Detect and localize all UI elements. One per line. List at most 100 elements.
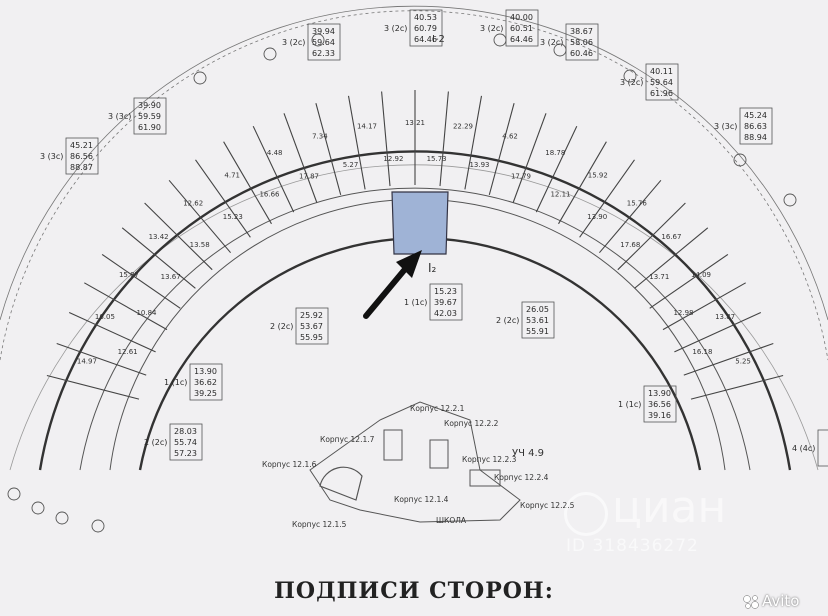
apartment-type: 3 (2c)	[540, 38, 563, 47]
apartment-box-frame	[521, 301, 555, 339]
apartment-area-value: 64.46	[414, 35, 437, 44]
room-area-label: 15.73	[427, 155, 447, 163]
apartment-type: 3 (3c)	[108, 112, 131, 121]
room-area-label: 13.42	[149, 233, 169, 241]
room-area-label: 13.67	[161, 273, 181, 281]
apartment-area-value: 26.05	[526, 305, 549, 314]
room-area-label: 15.76	[627, 200, 648, 208]
partition-wall	[84, 282, 168, 331]
partition-walls	[46, 90, 784, 400]
room-area-label: 13.93	[469, 161, 489, 169]
cian-logo-icon	[564, 492, 608, 536]
apartment-type: 3 (2c)	[384, 24, 407, 33]
apartment-area-value: 58.06	[570, 38, 593, 47]
room-area-label: 13.90	[587, 213, 607, 221]
apartment-box-frame	[307, 23, 341, 61]
apartment-box-frame	[817, 429, 828, 467]
room-area-label: 4.62	[502, 132, 518, 140]
partition-wall	[579, 159, 635, 238]
apartment-box-frame	[133, 97, 167, 135]
apartment-box-frame	[189, 363, 223, 401]
apartment-area-value: 60.46	[570, 49, 593, 58]
room-area-label: 15.87	[119, 271, 139, 279]
room-area-label: 16.66	[259, 190, 280, 198]
apartment-box-frame	[643, 385, 677, 423]
room-area-label: 16.05	[95, 313, 115, 321]
apartment-box-frame	[645, 63, 679, 101]
apartment-area-value: 60.79	[414, 24, 437, 33]
partition-wall	[195, 159, 251, 238]
partition-wall	[121, 227, 196, 289]
room-area-label: 10.84	[136, 309, 157, 317]
apartment-area-value: 15.23	[434, 287, 457, 296]
building-label: ШКОЛА	[436, 516, 467, 525]
room-area-label: 12.61	[118, 348, 138, 356]
partition-wall	[168, 179, 232, 254]
apartment-area-value: 62.33	[312, 49, 335, 58]
apartment-type: 3 (2c)	[282, 38, 305, 47]
apartment-type: 4 (4c)	[792, 444, 815, 453]
axis-label: I-2	[432, 34, 445, 45]
room-area-label: 17.87	[299, 173, 319, 181]
partition-wall	[634, 227, 709, 289]
apartment-area-value: 28.03	[174, 427, 197, 436]
apartment-area-value: 60.51	[510, 24, 533, 33]
room-area-label: 16.18	[692, 348, 712, 356]
room-area-label: 5.27	[343, 161, 359, 169]
cian-watermark: циан ID 318436272	[560, 482, 780, 556]
apartment-info-box: 3 (2c) 38.67 58.06 60.46	[540, 23, 599, 61]
room-area-label: 15.92	[588, 171, 608, 179]
apartment-area-value: 40.53	[414, 13, 437, 22]
apartment-area-value: 53.61	[526, 316, 549, 325]
avito-logo-icon	[743, 595, 759, 609]
partition-wall	[315, 103, 342, 196]
apartment-area-value: 39.16	[648, 411, 671, 420]
room-area-label: 17.68	[620, 241, 640, 249]
apartment-area-value: 39.90	[138, 101, 161, 110]
axis-label: I₂	[428, 261, 437, 275]
arrow-icon	[363, 250, 422, 319]
partition-wall	[439, 91, 449, 187]
apartment-type: 2 (2c)	[496, 316, 519, 325]
building-label: Корпус 12.1.5	[292, 520, 347, 529]
apartment-area-value: 64.46	[510, 35, 533, 44]
apartment-area-value: 25.92	[300, 311, 323, 320]
partition-wall	[617, 202, 686, 271]
building-label: Корпус 12.2.2	[444, 419, 499, 428]
site-plan: УЧ 4.9 Корпус 12.2.1 Корпус 12.2.2 Корпу…	[262, 401, 575, 529]
partition-wall	[690, 374, 784, 400]
partition-wall	[144, 202, 213, 271]
apartment-box-frame	[409, 9, 443, 47]
room-area-label: 18.78	[545, 149, 565, 157]
room-area-label: 22.29	[453, 122, 473, 130]
partition-wall	[68, 311, 156, 353]
partition-wall	[649, 253, 729, 309]
apartment-box-frame	[295, 307, 329, 345]
apartment-area-value: 39.94	[312, 27, 335, 36]
apartment-box-frame	[739, 107, 773, 145]
building-label: Корпус 12.1.6	[262, 460, 317, 469]
partition-wall	[488, 103, 515, 196]
room-area-label: 5.25	[735, 357, 751, 365]
partition-wall	[598, 179, 662, 254]
apartment-area-value: 59.59	[138, 112, 161, 121]
apartment-box-frame	[429, 283, 463, 321]
apartment-area-value: 86.56	[70, 152, 93, 161]
apartment-type: 3 (3c)	[714, 122, 737, 131]
room-area-label: 4.48	[267, 149, 283, 157]
axis-markers: I-2 I₂	[428, 34, 445, 275]
apartment-area-value: 13.90	[648, 389, 671, 398]
partition-wall	[252, 125, 295, 213]
room-area-label: 7.34	[312, 132, 328, 140]
apartment-area-value: 38.67	[570, 27, 593, 36]
apartment-area-value: 13.90	[194, 367, 217, 376]
apartment-area-value: 36.56	[648, 400, 671, 409]
building-label: Корпус 12.1.7	[320, 435, 375, 444]
